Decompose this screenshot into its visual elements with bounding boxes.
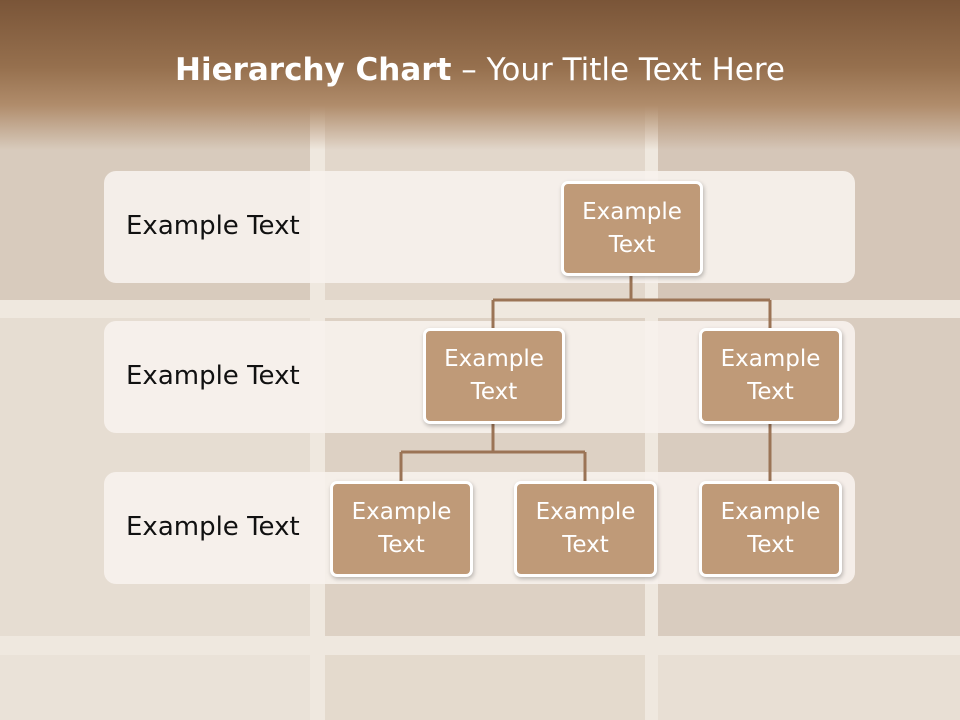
node-level2-left[interactable]: Example Text (423, 328, 565, 424)
connector-left-children (399, 421, 587, 483)
title-bold: Hierarchy Chart (175, 52, 452, 88)
row-label-2[interactable]: Example Text (126, 361, 300, 391)
row-band-1 (104, 171, 855, 283)
node-root[interactable]: Example Text (561, 181, 703, 276)
node-level3-c[interactable]: Example Text (699, 481, 842, 577)
background-photo (0, 655, 310, 720)
connector-root-children (491, 274, 772, 330)
title-rest: – Your Title Text Here (451, 52, 785, 88)
node-level2-right[interactable]: Example Text (699, 328, 842, 424)
title-band (0, 0, 960, 150)
node-level3-b[interactable]: Example Text (514, 481, 657, 577)
node-level3-a[interactable]: Example Text (330, 481, 473, 577)
row-label-1[interactable]: Example Text (126, 211, 300, 241)
background-photo (325, 655, 645, 720)
row-label-3[interactable]: Example Text (126, 512, 300, 542)
slide-title[interactable]: Hierarchy Chart – Your Title Text Here (0, 52, 960, 88)
background-photo (658, 655, 960, 720)
